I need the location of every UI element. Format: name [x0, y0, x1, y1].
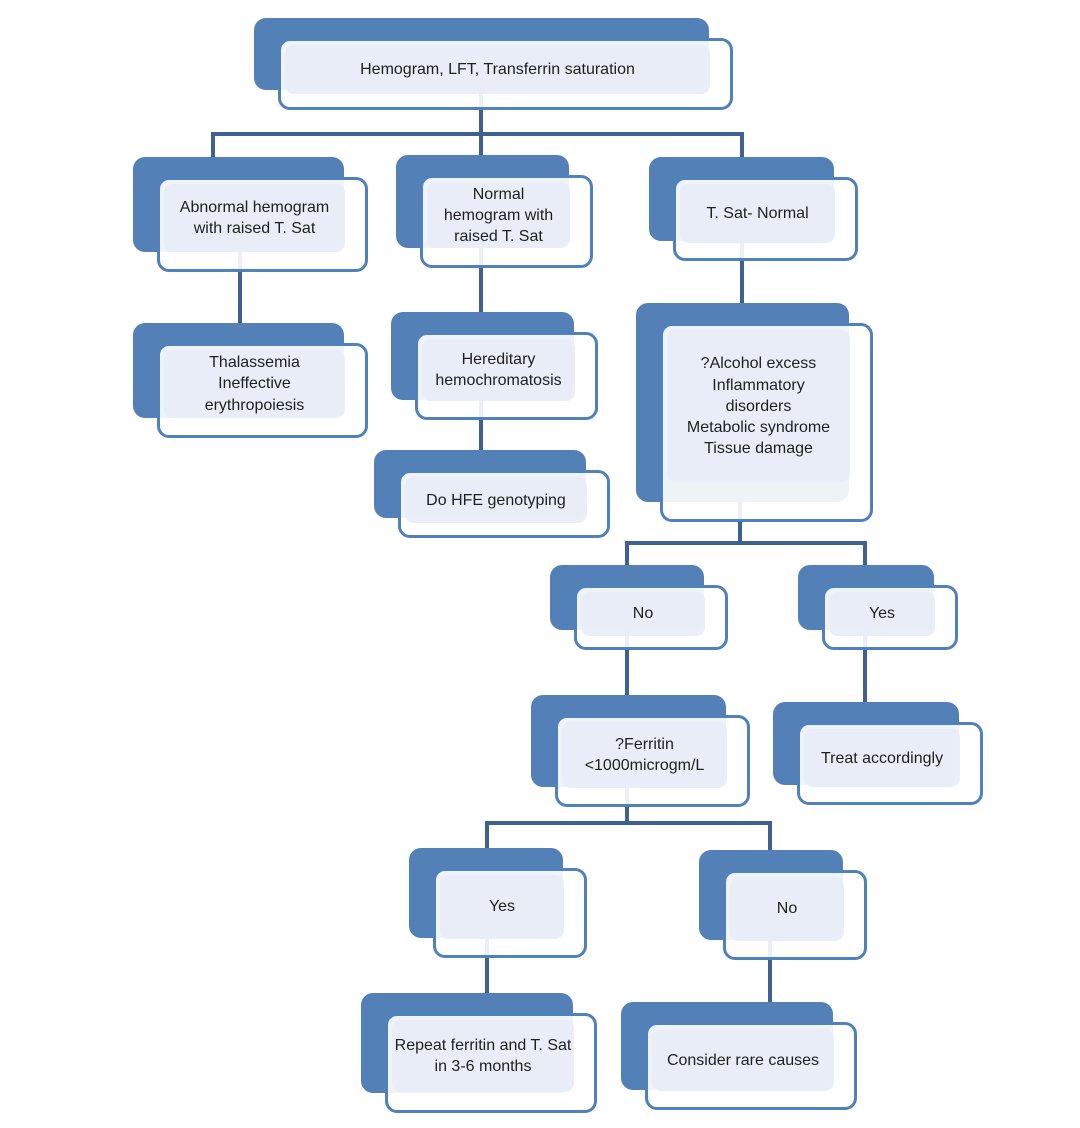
node-hfe-genotyping: Do HFE genotyping	[374, 450, 610, 538]
node-panel: ?Alcohol excess Inflammatory disorders M…	[667, 330, 850, 483]
node-label: No	[632, 605, 654, 623]
node-label: Hemogram, LFT, Transferrin saturation	[360, 61, 635, 79]
node-label: ?Ferritin <1000microgm/L	[584, 735, 705, 774]
node-yes-1: Yes	[798, 565, 958, 650]
node-panel: Thalassemia Ineffective erythropoiesis	[164, 350, 345, 419]
node-box: Hemogram, LFT, Transferrin saturation	[278, 38, 733, 110]
node-label: Yes	[868, 605, 896, 623]
node-label: Treat accordingly	[820, 749, 944, 767]
node-tsat-normal: T. Sat- Normal	[649, 157, 858, 261]
node-label: T. Sat- Normal	[706, 205, 809, 223]
node-box: T. Sat- Normal	[673, 177, 858, 261]
node-box: Normal hemogram with raised T. Sat	[420, 175, 593, 268]
node-alcohol-query: ?Alcohol excess Inflammatory disorders M…	[636, 303, 873, 522]
node-abnormal-hemogram: Abnormal hemogram with raised T. Sat	[133, 157, 368, 272]
node-no-1: No	[550, 565, 728, 650]
node-normal-hemogram: Normal hemogram with raised T. Sat	[396, 155, 593, 268]
node-panel: Treat accordingly	[804, 729, 960, 788]
node-panel: Do HFE genotyping	[405, 477, 587, 524]
node-panel: ?Ferritin <1000microgm/L	[562, 722, 727, 788]
node-box: Yes	[822, 585, 958, 650]
node-label: Consider rare causes	[666, 1051, 820, 1069]
node-panel: Normal hemogram with raised T. Sat	[427, 182, 570, 249]
node-label: ?Alcohol excess Inflammatory disorders M…	[686, 355, 831, 457]
node-panel: Consider rare causes	[652, 1029, 834, 1092]
node-ferritin-query: ?Ferritin <1000microgm/L	[531, 695, 750, 807]
node-label: Abnormal hemogram with raised T. Sat	[179, 198, 330, 238]
node-no-2: No	[699, 850, 867, 960]
node-label: No	[776, 900, 798, 918]
node-panel: No	[730, 877, 844, 942]
node-treat-accordingly: Treat accordingly	[773, 702, 983, 805]
node-label: Hereditary hemochromatosis	[435, 351, 562, 390]
node-box: ?Alcohol excess Inflammatory disorders M…	[660, 323, 873, 522]
node-box: Hereditary hemochromatosis	[415, 332, 598, 420]
node-root: Hemogram, LFT, Transferrin saturation	[254, 18, 733, 110]
node-box: Consider rare causes	[645, 1022, 857, 1110]
node-panel: Abnormal hemogram with raised T. Sat	[164, 184, 345, 253]
node-repeat-ferritin: Repeat ferritin and T. Sat in 3-6 months	[361, 993, 597, 1113]
node-thalassemia: Thalassemia Ineffective erythropoiesis	[133, 323, 368, 438]
node-box: Abnormal hemogram with raised T. Sat	[157, 177, 368, 272]
node-panel: Yes	[829, 592, 935, 636]
node-label: Normal hemogram with raised T. Sat	[443, 185, 554, 245]
node-hereditary-hemochromatosis: Hereditary hemochromatosis	[391, 312, 598, 420]
node-box: No	[723, 870, 867, 960]
node-panel: No	[581, 592, 705, 636]
node-yes-2: Yes	[409, 848, 587, 958]
node-box: No	[574, 585, 728, 650]
node-box: Yes	[433, 868, 587, 958]
node-label: Do HFE genotyping	[426, 491, 566, 509]
node-panel: Yes	[440, 875, 564, 940]
node-panel: Hemogram, LFT, Transferrin saturation	[285, 45, 710, 95]
node-label: Yes	[488, 898, 516, 916]
node-box: Repeat ferritin and T. Sat in 3-6 months	[385, 1013, 597, 1113]
node-box: Treat accordingly	[797, 722, 983, 805]
node-label: Thalassemia Ineffective erythropoiesis	[204, 354, 305, 414]
node-box: ?Ferritin <1000microgm/L	[555, 715, 750, 807]
node-label: Repeat ferritin and T. Sat in 3-6 months	[394, 1036, 572, 1076]
node-panel: Hereditary hemochromatosis	[422, 339, 575, 402]
connector-alcohol-branch	[625, 541, 867, 823]
node-panel: Repeat ferritin and T. Sat in 3-6 months	[392, 1020, 574, 1093]
node-box: Thalassemia Ineffective erythropoiesis	[157, 343, 368, 438]
node-box: Do HFE genotyping	[398, 470, 610, 538]
node-consider-rare-causes: Consider rare causes	[621, 1002, 857, 1110]
node-panel: T. Sat- Normal	[680, 184, 835, 244]
